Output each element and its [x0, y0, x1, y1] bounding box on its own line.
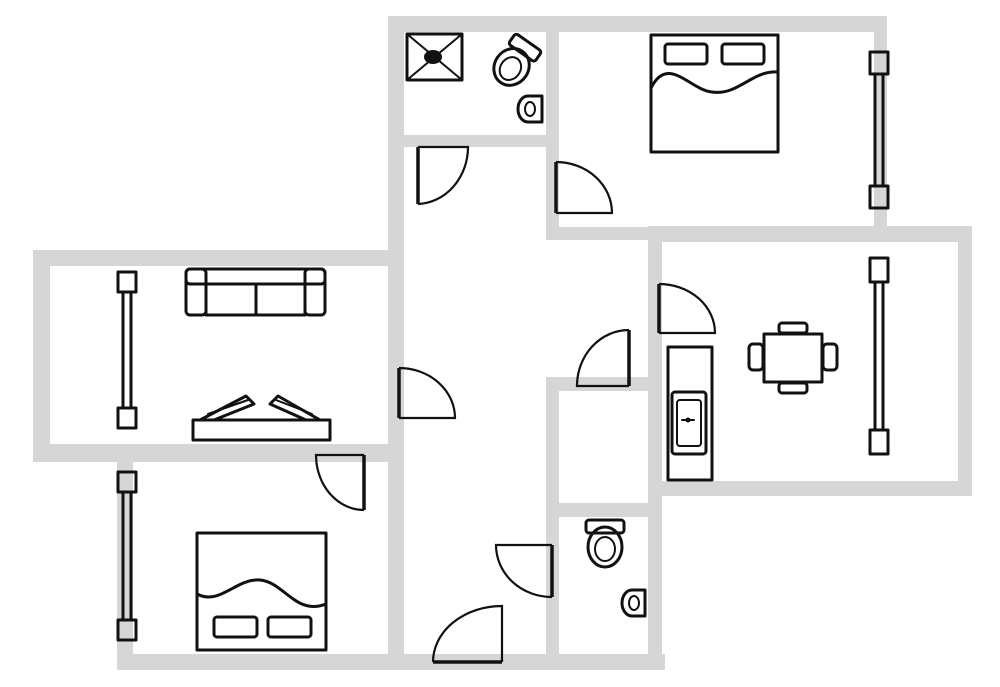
wall-bottom: [117, 654, 665, 670]
door-icon: [575, 328, 631, 388]
window-icon: [116, 270, 138, 430]
door-icon: [397, 366, 457, 420]
door-icon: [431, 604, 504, 664]
wall-living-top: [33, 250, 404, 266]
wall-storage-left: [546, 377, 559, 670]
sink-icon: [516, 94, 544, 124]
sofa-icon: [184, 267, 327, 317]
double-bed-icon: [649, 33, 780, 154]
tv-cabinet-icon: [191, 394, 332, 442]
wall-bed2-left: [117, 444, 133, 670]
wall-kitchen-top: [648, 226, 972, 242]
dining-table-icon: [747, 321, 839, 395]
window-icon: [116, 470, 138, 642]
door-icon: [657, 282, 717, 335]
walls: [33, 16, 972, 670]
wall-storage-top: [546, 377, 662, 391]
wall-wc-top: [546, 503, 662, 517]
doors: [314, 145, 717, 664]
door-icon: [554, 160, 614, 215]
wall-top: [388, 16, 887, 32]
kitchen-counter-icon: [666, 345, 714, 482]
wall-living-bottom: [33, 444, 404, 462]
toilet-icon: [584, 518, 626, 569]
wall-living-left: [33, 250, 50, 462]
window-icon: [868, 50, 890, 210]
sink-icon: [620, 588, 647, 618]
shower-icon: [405, 32, 464, 82]
wall-hall-left: [388, 250, 404, 670]
toilet-icon: [492, 32, 543, 87]
bathroom-fixtures: [405, 32, 544, 124]
wall-kitchen-left: [648, 226, 662, 496]
wall-wc-right: [648, 481, 662, 670]
wc-fixtures: [584, 518, 647, 618]
wall-kitchen-right: [958, 226, 972, 496]
double-bed-icon: [195, 531, 328, 652]
door-icon: [416, 145, 470, 206]
window-icon: [868, 256, 890, 456]
door-icon: [314, 453, 366, 512]
wall-bath-bottom: [388, 135, 558, 147]
windows: [116, 50, 890, 642]
wall-kitchen-bottom: [648, 481, 972, 496]
door-icon: [494, 543, 554, 599]
